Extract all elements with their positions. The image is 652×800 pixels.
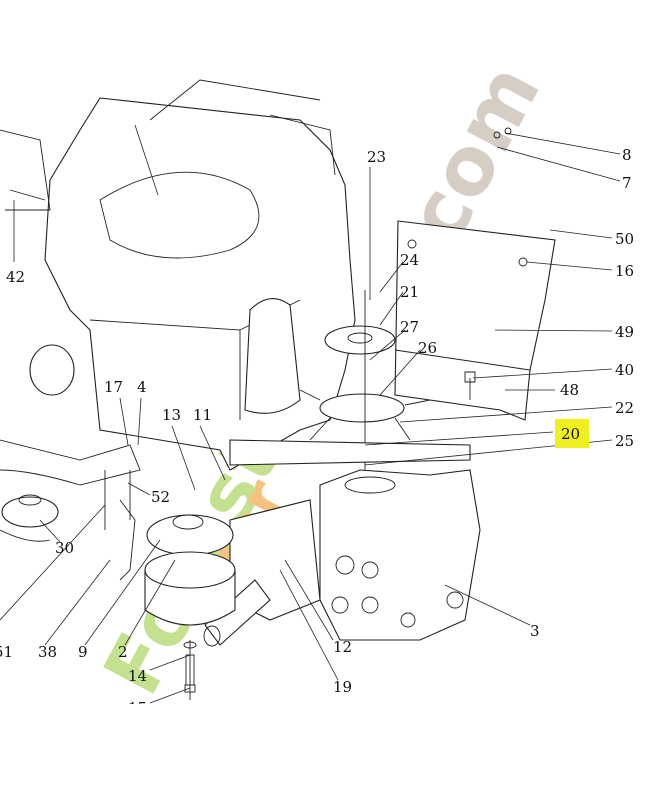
callout-42[interactable]: 42 — [6, 268, 25, 286]
clutch-pulley-drawing — [0, 470, 236, 700]
callout-2[interactable]: 2 — [118, 643, 128, 661]
callout-51[interactable]: 51 — [0, 643, 13, 661]
callout-22[interactable]: 22 — [615, 399, 634, 417]
callout-labels: 42 23 8 7 50 16 24 21 27 26 49 40 48 22 … — [0, 146, 634, 696]
highlight-box — [555, 419, 589, 448]
callout-8[interactable]: 8 — [622, 146, 632, 164]
callout-49[interactable]: 49 — [615, 323, 634, 341]
callout-26[interactable]: 26 — [418, 339, 437, 357]
callout-3[interactable]: 3 — [530, 622, 540, 640]
callout-15[interactable]: 15 — [128, 699, 147, 717]
transmission-drawing — [203, 469, 481, 647]
callout-4[interactable]: 4 — [137, 378, 147, 396]
pulley-drawing — [229, 290, 471, 480]
callout-48[interactable]: 48 — [560, 381, 579, 399]
callout-38[interactable]: 38 — [38, 643, 57, 661]
callout-50[interactable]: 50 — [615, 230, 634, 248]
callout-25[interactable]: 25 — [615, 432, 634, 450]
engine-drawing — [0, 79, 356, 486]
callout-19[interactable]: 19 — [333, 678, 352, 696]
callout-52[interactable]: 52 — [151, 488, 170, 506]
callout-12[interactable]: 12 — [333, 638, 352, 656]
leader-lines — [0, 124, 621, 704]
callout-24[interactable]: 24 — [400, 251, 419, 269]
callout-13[interactable]: 13 — [162, 406, 181, 424]
callout-7[interactable]: 7 — [622, 174, 632, 192]
callout-23[interactable]: 23 — [367, 148, 386, 166]
callout-9[interactable]: 9 — [78, 643, 88, 661]
callout-30[interactable]: 30 — [55, 539, 74, 557]
callout-20[interactable]: 20 — [561, 425, 580, 443]
shield-drawing — [394, 127, 556, 421]
callout-21[interactable]: 21 — [400, 283, 419, 301]
callout-17[interactable]: 17 — [104, 378, 123, 396]
callout-27[interactable]: 27 — [400, 318, 419, 336]
callout-14[interactable]: 14 — [128, 667, 147, 685]
callout-16[interactable]: 16 — [615, 262, 634, 280]
callout-11[interactable]: 11 — [193, 406, 212, 424]
callout-40[interactable]: 40 — [615, 361, 634, 379]
